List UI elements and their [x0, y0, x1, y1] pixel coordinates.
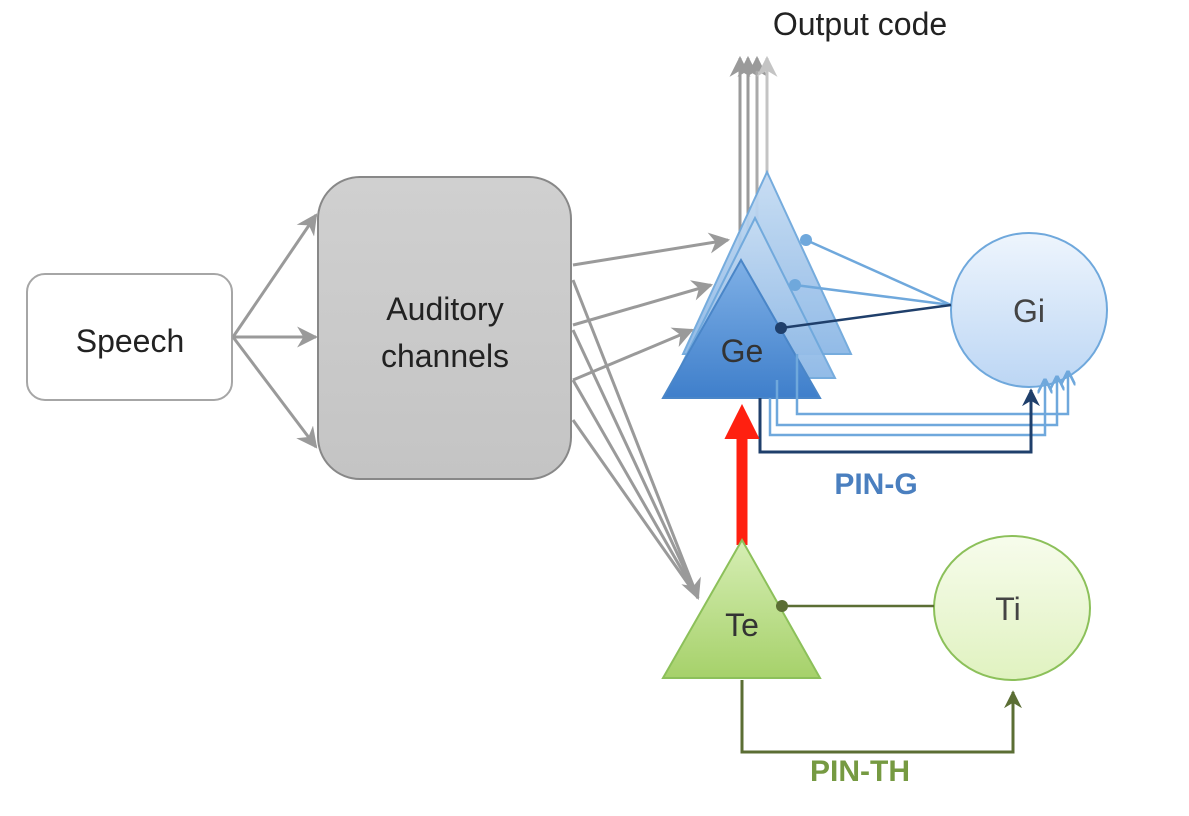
- ti-to-te-inhibition: [776, 600, 934, 612]
- pin-th-label: PIN-TH: [810, 755, 910, 788]
- te-to-ti-feedback: [740, 680, 1022, 754]
- ti-node: Ti: [933, 535, 1091, 681]
- pin-g-label: PIN-G: [834, 468, 917, 501]
- auditory-channels-node: Auditory channels: [317, 176, 572, 480]
- te-node: Te: [661, 537, 822, 679]
- te-label: Te: [725, 607, 759, 643]
- speech-to-auditory-arrows: [231, 213, 319, 449]
- gi-node: Gi: [950, 232, 1108, 388]
- ge-to-gi-feedback: [758, 354, 1068, 454]
- gi-label: Gi: [1013, 293, 1045, 329]
- gi-to-ge-inhibition: [775, 234, 952, 334]
- speech-label: Speech: [76, 323, 185, 359]
- output-code-label: Output code: [773, 6, 947, 42]
- auditory-channels-label-line2: channels: [381, 338, 509, 374]
- ti-label: Ti: [995, 591, 1020, 627]
- auditory-channels-label-line1: Auditory: [386, 291, 503, 327]
- auditory-to-te-arrows: [571, 279, 701, 600]
- ge-population: Ge: [661, 169, 853, 399]
- ge-label: Ge: [721, 333, 764, 369]
- speech-node: Speech: [26, 273, 233, 401]
